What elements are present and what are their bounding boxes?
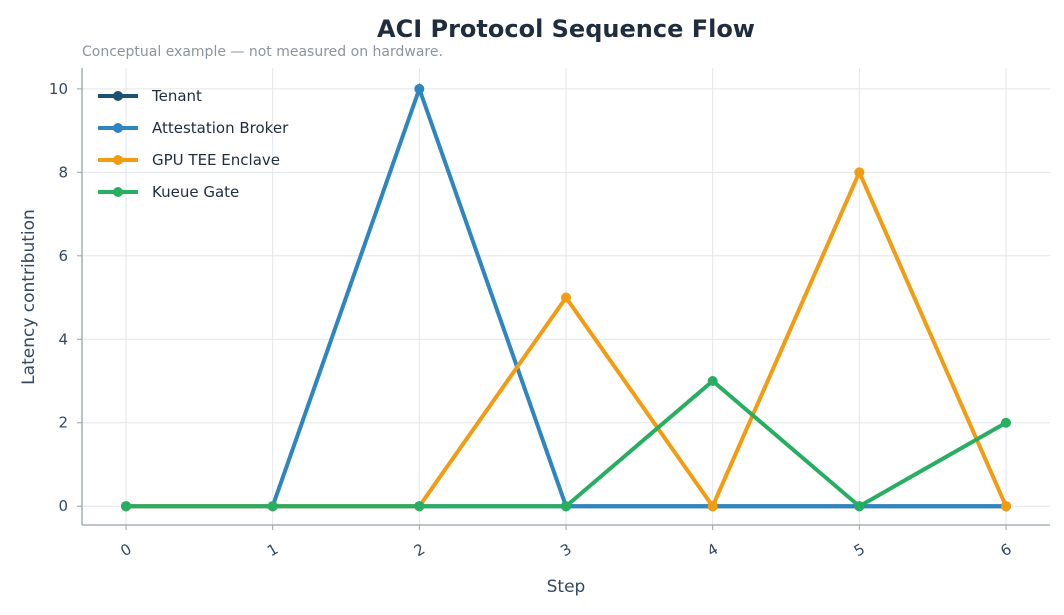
data-point-kueue-gate — [854, 501, 865, 512]
tick-labels: 0 1 2 3 4 5 6 0 2 4 6 8 10 — [49, 80, 1015, 560]
data-point-kueue-gate — [121, 501, 131, 512]
y-tick-label: 8 — [58, 163, 68, 181]
chart-title: ACI Protocol Sequence Flow — [377, 15, 755, 43]
data-point-kueue-gate — [561, 501, 571, 512]
grid — [82, 68, 1050, 525]
data-point-kueue-gate — [414, 501, 425, 512]
y-tick-label: 0 — [58, 497, 68, 515]
data-point-kueue-gate — [707, 376, 718, 387]
data-point-attestation-broker — [414, 83, 425, 94]
axes — [77, 68, 1050, 530]
data-point-gpu-tee-enclave — [1001, 501, 1011, 512]
legend-label-tenant: Tenant — [151, 87, 202, 105]
x-tick-label: 5 — [851, 540, 868, 560]
data-point-gpu-tee-enclave — [561, 292, 571, 303]
y-tick-label: 6 — [58, 247, 68, 265]
x-tick-label: 3 — [557, 540, 574, 560]
x-tick-label: 6 — [997, 540, 1014, 560]
legend-label-attestation-broker: Attestation Broker — [152, 119, 289, 137]
series-lines — [121, 82, 1011, 512]
y-tick-label: 10 — [49, 80, 68, 98]
data-point-gpu-tee-enclave — [854, 167, 865, 178]
x-tick-label: 1 — [264, 540, 281, 560]
legend-label-gpu-tee-enclave: GPU TEE Enclave — [152, 151, 280, 169]
data-point-kueue-gate — [1001, 417, 1011, 428]
x-tick-label: 2 — [411, 540, 428, 560]
x-tick-label: 4 — [704, 540, 721, 560]
chart-subtitle: Conceptual example — not measured on har… — [82, 44, 443, 60]
legend-swatch-marker-tenant — [113, 91, 123, 101]
y-tick-label: 2 — [58, 414, 68, 432]
x-axis-label: Step — [547, 577, 586, 597]
y-axis-label: Latency contribution — [19, 209, 39, 385]
legend-label-kueue-gate: Kueue Gate — [152, 183, 239, 201]
data-point-kueue-gate — [267, 501, 278, 512]
data-point-gpu-tee-enclave — [707, 501, 718, 512]
legend-swatch-marker-attestation-broker — [113, 123, 123, 133]
legend-swatch-marker-gpu-tee-enclave — [113, 155, 123, 165]
x-tick-label: 0 — [117, 540, 134, 560]
y-tick-label: 4 — [58, 330, 68, 348]
legend-swatch-marker-kueue-gate — [113, 187, 123, 197]
